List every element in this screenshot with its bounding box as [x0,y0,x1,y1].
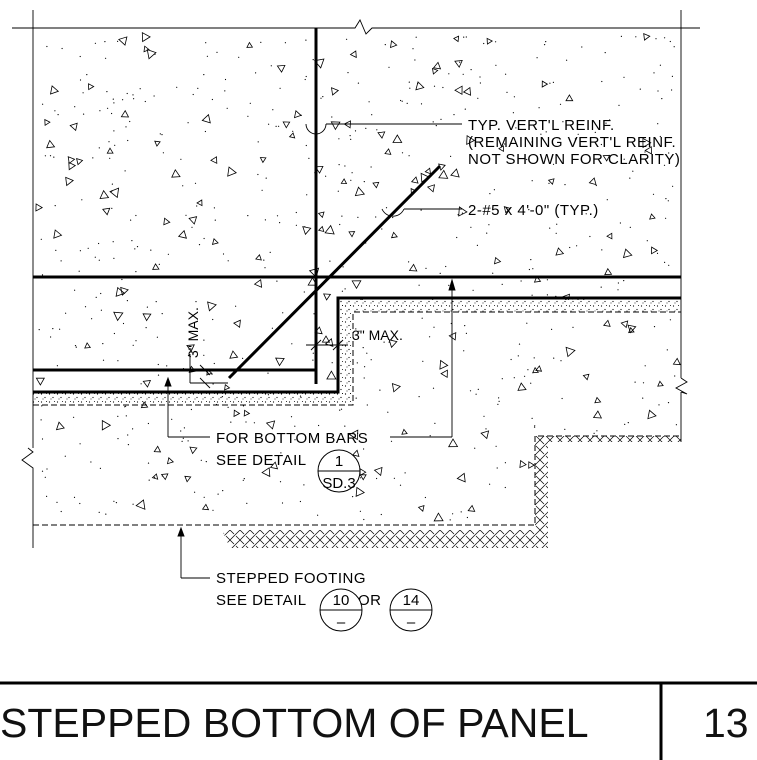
footing-note-line2: SEE DETAIL [216,592,307,609]
detail-bubble-number: 14 [403,592,420,609]
grout-bed [33,298,681,405]
vert-reinf-note-line3: NOT SHOWN FOR CLARITY) [468,151,680,168]
diagonal-dowel [227,164,442,380]
detail-bubble-number: 1 [335,453,343,470]
or-label: OR [358,592,382,609]
detail-bubble-number: 10 [333,592,350,609]
detail-number: 13 [703,700,749,746]
bottom-bar [33,368,318,384]
detail-bubble-footing-b[interactable]: 14 – [389,588,433,632]
reinforcement [33,28,442,384]
vert-reinf-note-line2: (REMAINING VERT'L REINF. [468,134,676,151]
earth-hatch [222,436,681,548]
detail-title: STEPPED BOTTOM OF PANEL [0,700,589,746]
detail-bubble-footing-a[interactable]: 10 – [319,588,363,632]
footing-note-line1: STEPPED FOOTING [216,570,366,587]
dowel-note: 2-#5 x 4'-0" (TYP.) [468,202,599,219]
bottom-bars-note-line2: SEE DETAIL [216,452,307,469]
detail-bubble-sheet: – [337,614,346,631]
detail-bubble-sheet: – [407,614,416,631]
footing-concrete-stipple [34,317,681,522]
detail-bubble-sheet: SD.3 [322,475,355,492]
vert-reinf-note-line1: TYP. VERT'L REINF. [468,117,615,134]
leader-lines [164,123,462,579]
title-block: STEPPED BOTTOM OF PANEL 13 [0,681,757,760]
vertical-dimension-label: 3" MAX. [185,307,201,358]
detail-bubble-bottom-bars[interactable]: 1 SD.3 [317,449,361,493]
bottom-bars-note-line1: FOR BOTTOM BARS [216,430,368,447]
horizontal-dimension-label: 3" MAX. [352,327,403,343]
